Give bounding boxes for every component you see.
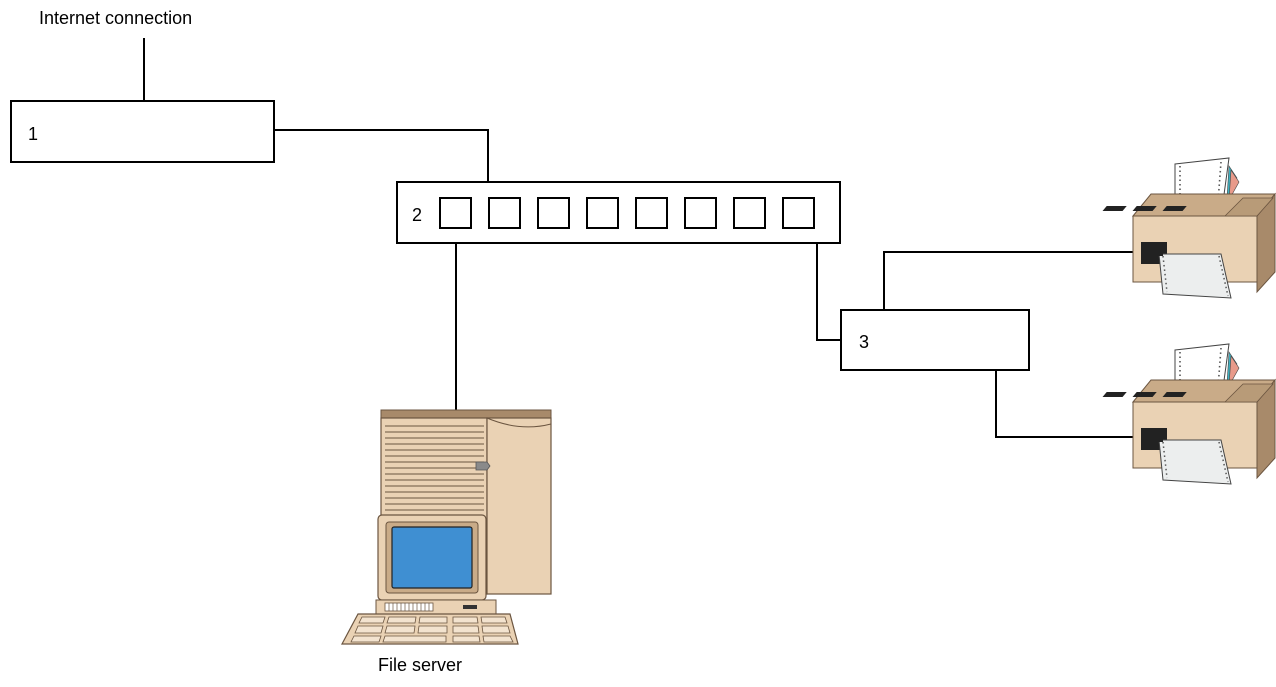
box-3-label: 3: [859, 332, 870, 352]
link-3-to-printer-top: [883, 251, 1133, 326]
printer-icon: [1101, 343, 1276, 485]
switch-port: [733, 197, 766, 229]
switch-port: [537, 197, 570, 229]
link-3-to-printer-bottom: [995, 362, 1133, 438]
box-1: [10, 100, 275, 163]
computer-icon: [341, 409, 552, 645]
box-1-label: 1: [28, 124, 39, 144]
switch-port: [439, 197, 472, 229]
switch-port: [782, 197, 815, 229]
printer-icon: [1102, 157, 1276, 299]
switch-port: [488, 197, 521, 229]
switch-port: [635, 197, 668, 229]
box-3: [840, 309, 1030, 371]
switch-port: [586, 197, 619, 229]
file-server-label: File server: [378, 655, 463, 675]
box-2-label: 2: [412, 205, 423, 225]
connections: [143, 38, 1133, 438]
link-1-to-switch: [274, 129, 489, 198]
switch-port: [684, 197, 717, 229]
link-switch-to-3: [816, 228, 841, 341]
switch-ports: [439, 197, 815, 229]
internet-connection-label: Internet connection: [39, 8, 193, 28]
